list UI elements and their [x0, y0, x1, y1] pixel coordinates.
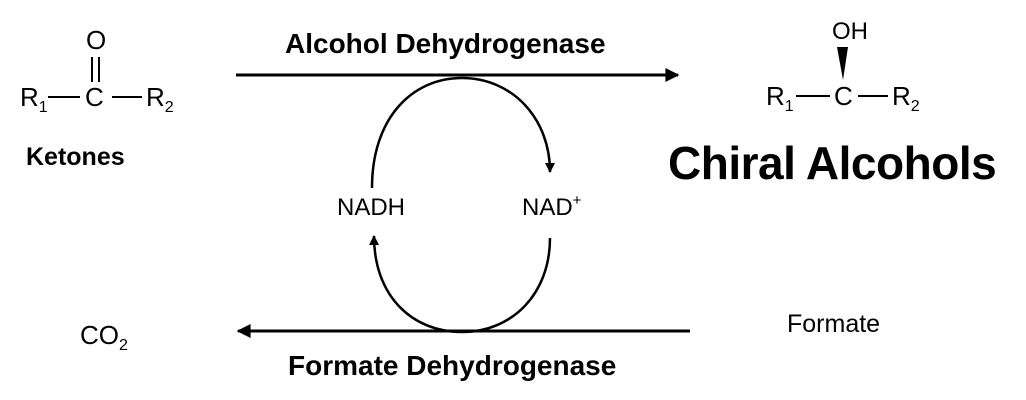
- ketone-oxygen-atom: O: [86, 25, 107, 55]
- formate-label: Formate: [787, 310, 881, 338]
- alcohol-r2-group: R2: [892, 81, 920, 115]
- ketone-r2-group: R2: [146, 82, 174, 116]
- cofactor-reduction-arc: [369, 235, 552, 334]
- co2-label: CO2: [80, 320, 128, 354]
- alcohol-hydroxyl-group: OH: [832, 18, 868, 45]
- alcohol-dehydrogenase-label: Alcohol Dehydrogenase: [285, 28, 606, 59]
- alcohol-r1-group: R1: [766, 81, 794, 115]
- chiral-alcohols-label: Chiral Alcohols: [668, 137, 997, 189]
- nad-plus-label: NAD+: [522, 192, 582, 221]
- nadh-label: NADH: [337, 194, 406, 221]
- alcohol-wedge-bond: [837, 47, 848, 80]
- ketone-r1-group: R1: [20, 82, 48, 116]
- ketones-label: Ketones: [26, 143, 125, 171]
- alcohol-carbon-atom: C: [834, 81, 853, 111]
- cofactor-oxidation-arc: [370, 76, 555, 189]
- formate-dehydrogenase-label: Formate Dehydrogenase: [288, 350, 617, 381]
- ketone-carbon-atom: C: [85, 82, 104, 112]
